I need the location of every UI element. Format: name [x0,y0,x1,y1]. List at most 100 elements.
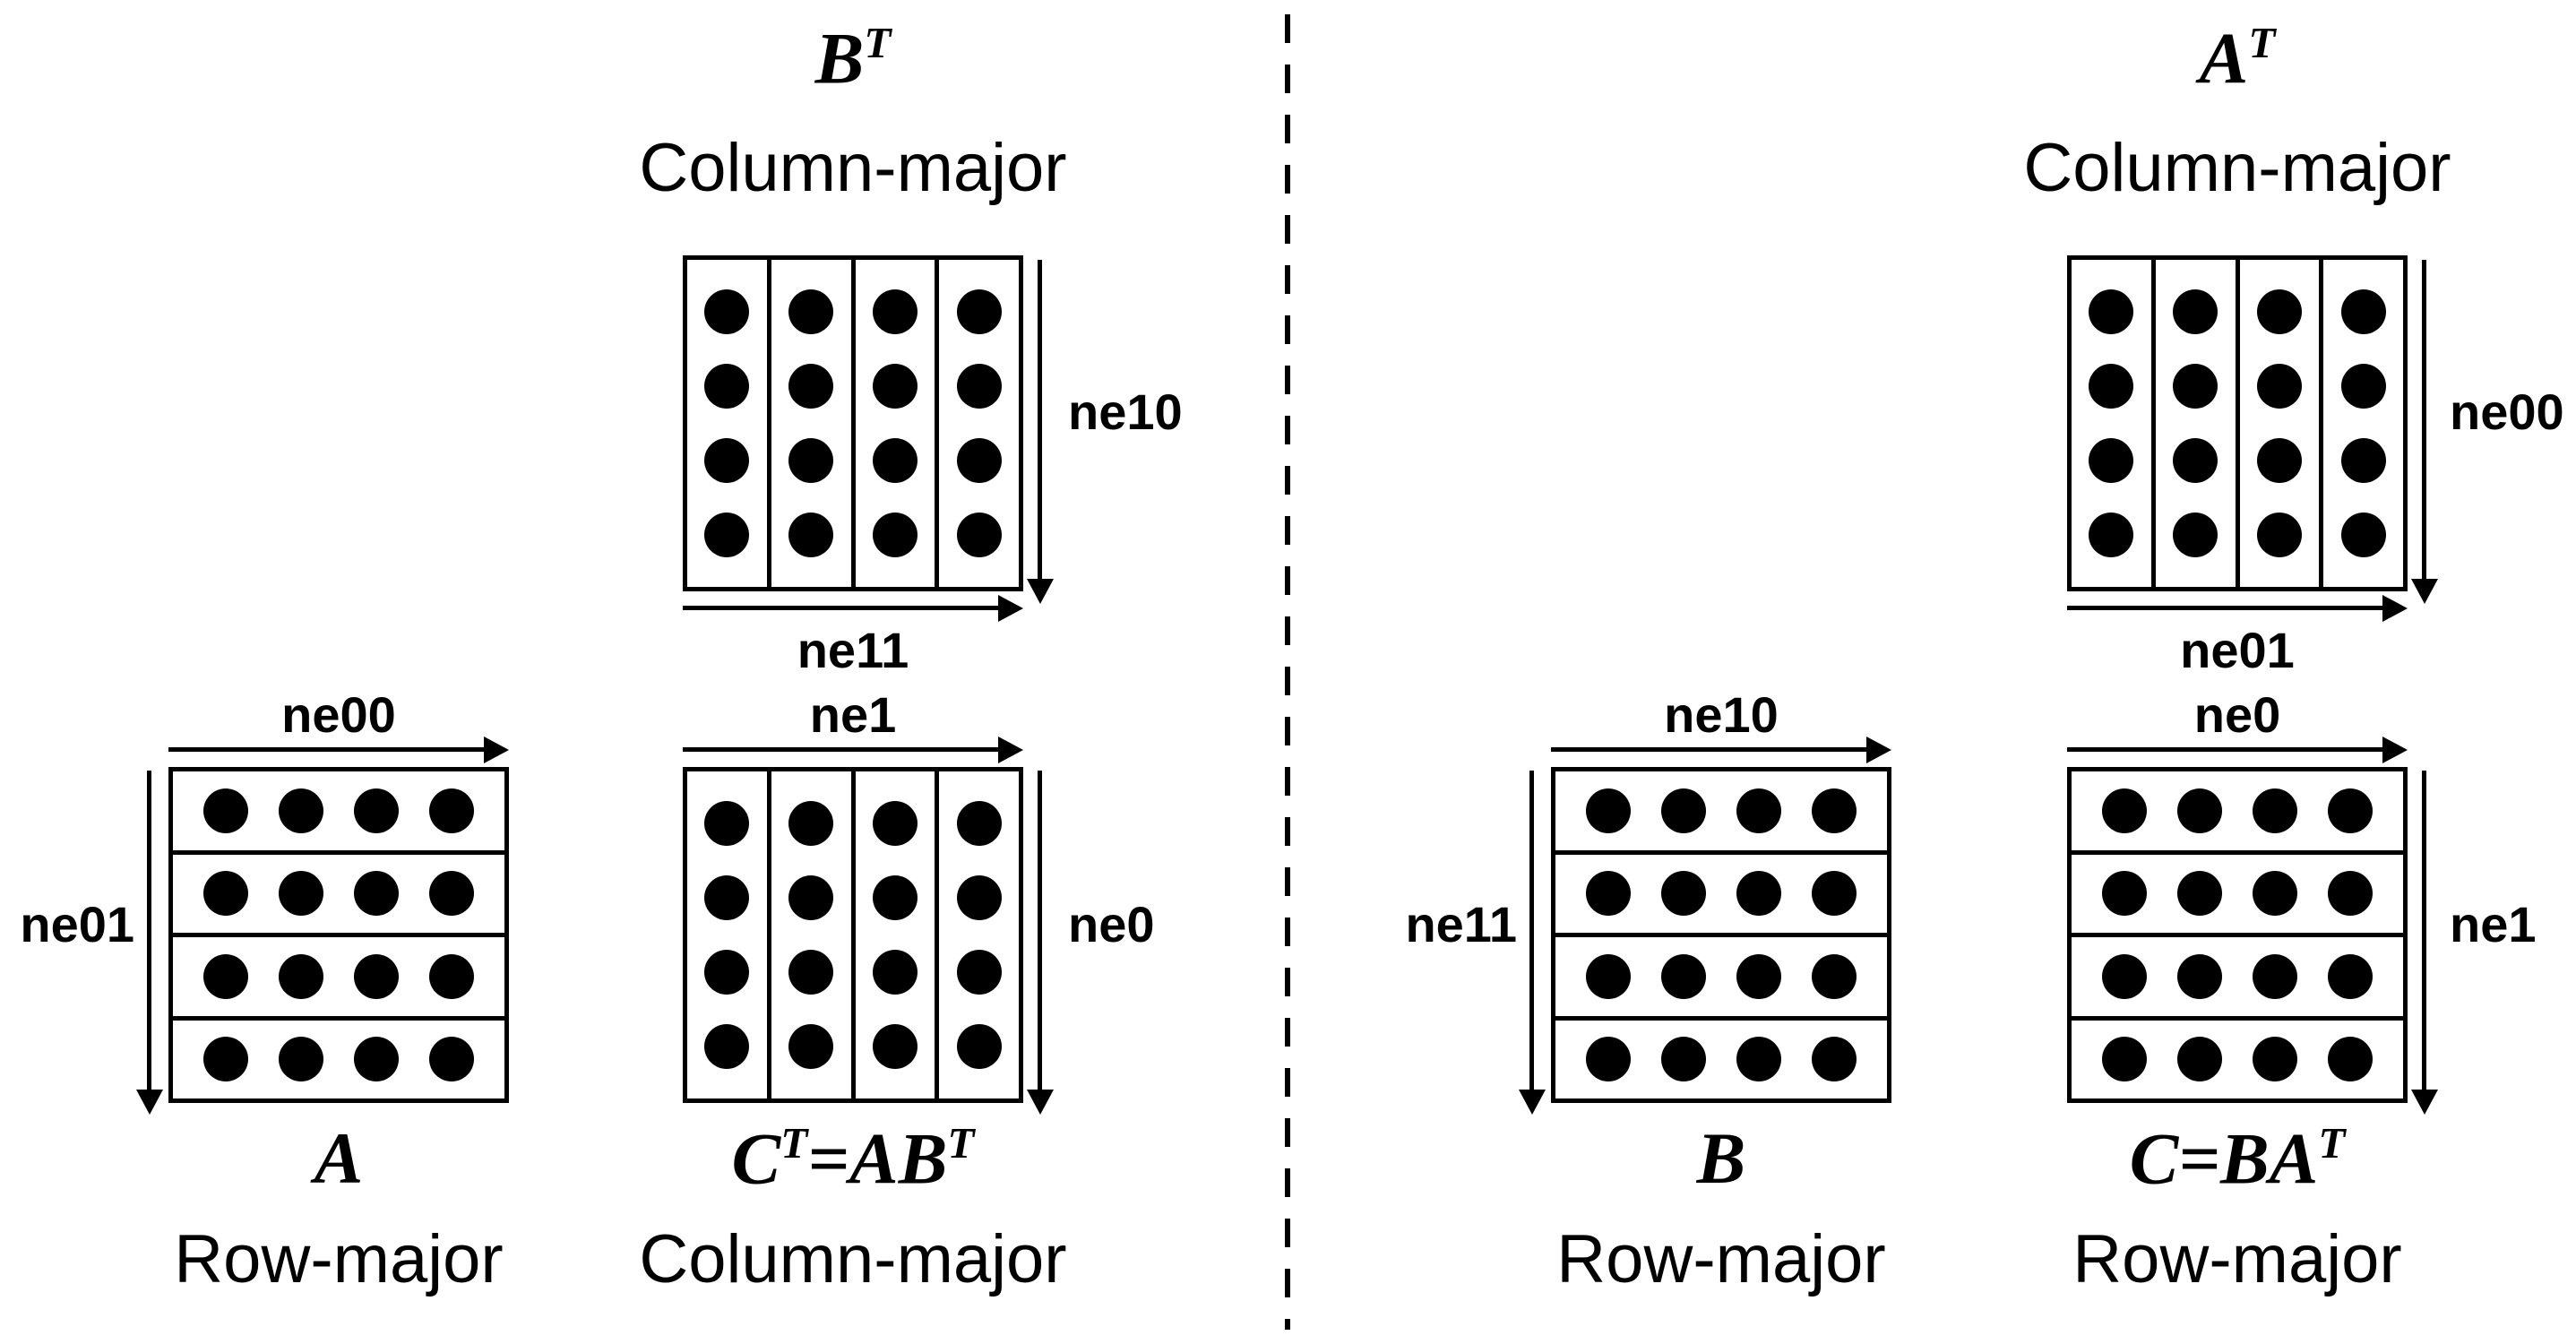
panel-divider [1285,14,1290,1330]
matrix-row-strip [2072,1021,2403,1099]
c-down-arrow [2422,771,2426,1090]
matrix-column-strip [939,260,1019,587]
matrix-element-dot [2102,953,2147,999]
matrix-column-strip [2156,260,2240,587]
matrix-element-dot [1736,953,1781,999]
matrix-element-dot [704,513,750,557]
math-text: C [731,1117,781,1200]
matrix-column-strip [687,771,771,1098]
matrix-element-dot [956,950,1002,995]
matrix-element-dot [354,953,399,999]
matrix-element-dot [1736,871,1781,917]
matrix-element-dot [279,1037,323,1082]
matrix-element-dot [788,513,834,557]
at-vertical-dim-label: ne00 [2450,383,2564,440]
matrix-element-dot [203,1037,248,1082]
matrix-element-dot [704,289,750,334]
matrix-element-dot [704,801,750,846]
matrix-column-strip [2323,260,2403,587]
matrix-element-dot [956,875,1002,920]
math-superscript: T [2248,18,2276,67]
b-right-arrow [1551,747,1866,752]
matrix-row-strip [173,937,504,1021]
matrix-element-dot [429,788,474,833]
matrix-row-strip [1555,855,1887,937]
matrix-element-dot [429,871,474,917]
math-text: =AB [807,1117,948,1200]
matrix-element-dot [956,513,1002,557]
matrix-element-dot [2089,438,2134,483]
matrix-element-dot [872,1024,918,1069]
math-text: B [814,17,865,99]
matrix-element-dot [956,364,1002,409]
math-superscript: T [2318,1118,2346,1167]
matrix-row-strip [2072,771,2403,855]
matrix-element-dot [429,1037,474,1082]
ct-matrix [683,767,1023,1103]
matrix-element-dot [2328,1037,2373,1082]
matrix-element-dot [203,788,248,833]
matrix-element-dot [2253,1037,2297,1082]
matrix-row-strip [2072,855,2403,937]
at-storage-label: Column-major [2023,130,2451,206]
math-text: =BA [2178,1117,2319,1200]
matrix-element-dot [2102,871,2147,917]
a-math-title: A [70,1119,607,1197]
bt-down-arrow [1038,260,1042,579]
c-matrix [2067,767,2408,1103]
matrix-element-dot [2089,289,2134,334]
matrix-element-dot [1736,788,1781,833]
matrix-element-dot [1661,953,1706,999]
math-superscript: T [864,18,892,67]
matrix-element-dot [2256,289,2302,334]
matrix-element-dot [956,801,1002,846]
matrix-element-dot [2328,871,2373,917]
matrix-row-strip [1555,771,1887,855]
matrix-element-dot [2256,513,2302,557]
at-math-title: AT [1969,20,2506,97]
matrix-element-dot [2102,788,2147,833]
matrix-element-dot [872,289,918,334]
matrix-element-dot [1586,1037,1631,1082]
matrix-column-strip [2072,260,2156,587]
matrix-column-strip [856,771,940,1098]
at-right-arrow [2067,606,2382,610]
matrix-element-dot [1812,1037,1857,1082]
matrix-element-dot [2340,364,2386,409]
matrix-element-dot [279,953,323,999]
ct-horizontal-dim-label: ne1 [809,686,897,743]
c-vertical-dim-label: ne1 [2450,896,2537,952]
matrix-element-dot [2340,438,2386,483]
b-storage-label: Row-major [1556,1221,1886,1297]
matrix-element-dot [788,875,834,920]
matrix-element-dot [872,364,918,409]
matrix-element-dot [354,788,399,833]
matrix-element-dot [704,875,750,920]
matrix-element-dot [704,364,750,409]
a-storage-label: Row-major [174,1221,504,1297]
matrix-element-dot [1586,953,1631,999]
c-storage-label: Row-major [2072,1221,2402,1297]
matrix-element-dot [2089,513,2134,557]
matrix-element-dot [2256,438,2302,483]
matrix-element-dot [2102,1037,2147,1082]
matrix-element-dot [203,953,248,999]
matrix-element-dot [2253,953,2297,999]
matrix-element-dot [279,788,323,833]
matrix-element-dot [1661,1037,1706,1082]
matrix-element-dot [788,289,834,334]
bt-math-title: BT [584,20,1122,97]
matrix-element-dot [704,1024,750,1069]
matrix-row-strip [2072,937,2403,1021]
c-horizontal-dim-label: ne0 [2193,686,2281,743]
matrix-element-dot [2328,788,2373,833]
matrix-element-dot [2340,289,2386,334]
matrix-element-dot [704,950,750,995]
matrix-element-dot [1812,953,1857,999]
b-math-title: B [1452,1119,1990,1197]
matrix-element-dot [2089,364,2134,409]
matrix-element-dot [2173,438,2218,483]
matrix-element-dot [1586,788,1631,833]
matrix-element-dot [429,953,474,999]
bt-vertical-dim-label: ne10 [1068,383,1183,440]
